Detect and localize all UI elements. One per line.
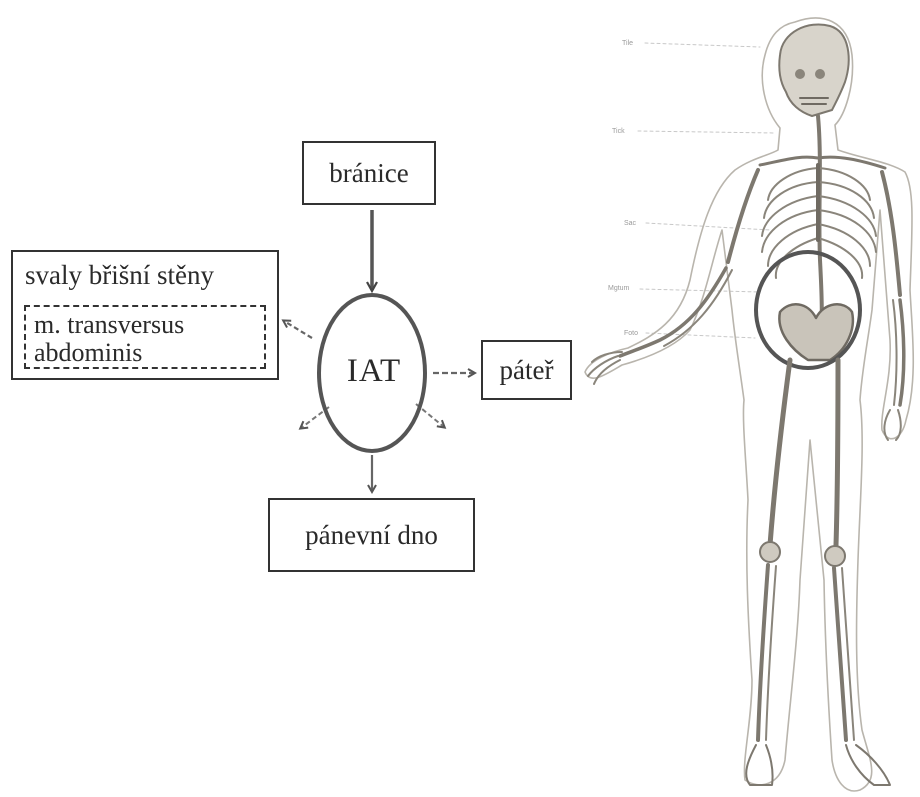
diagram-canvas: IAT bránice svaly břišní stěny m. transv…: [0, 0, 920, 797]
skeleton-illustration: [0, 0, 920, 797]
